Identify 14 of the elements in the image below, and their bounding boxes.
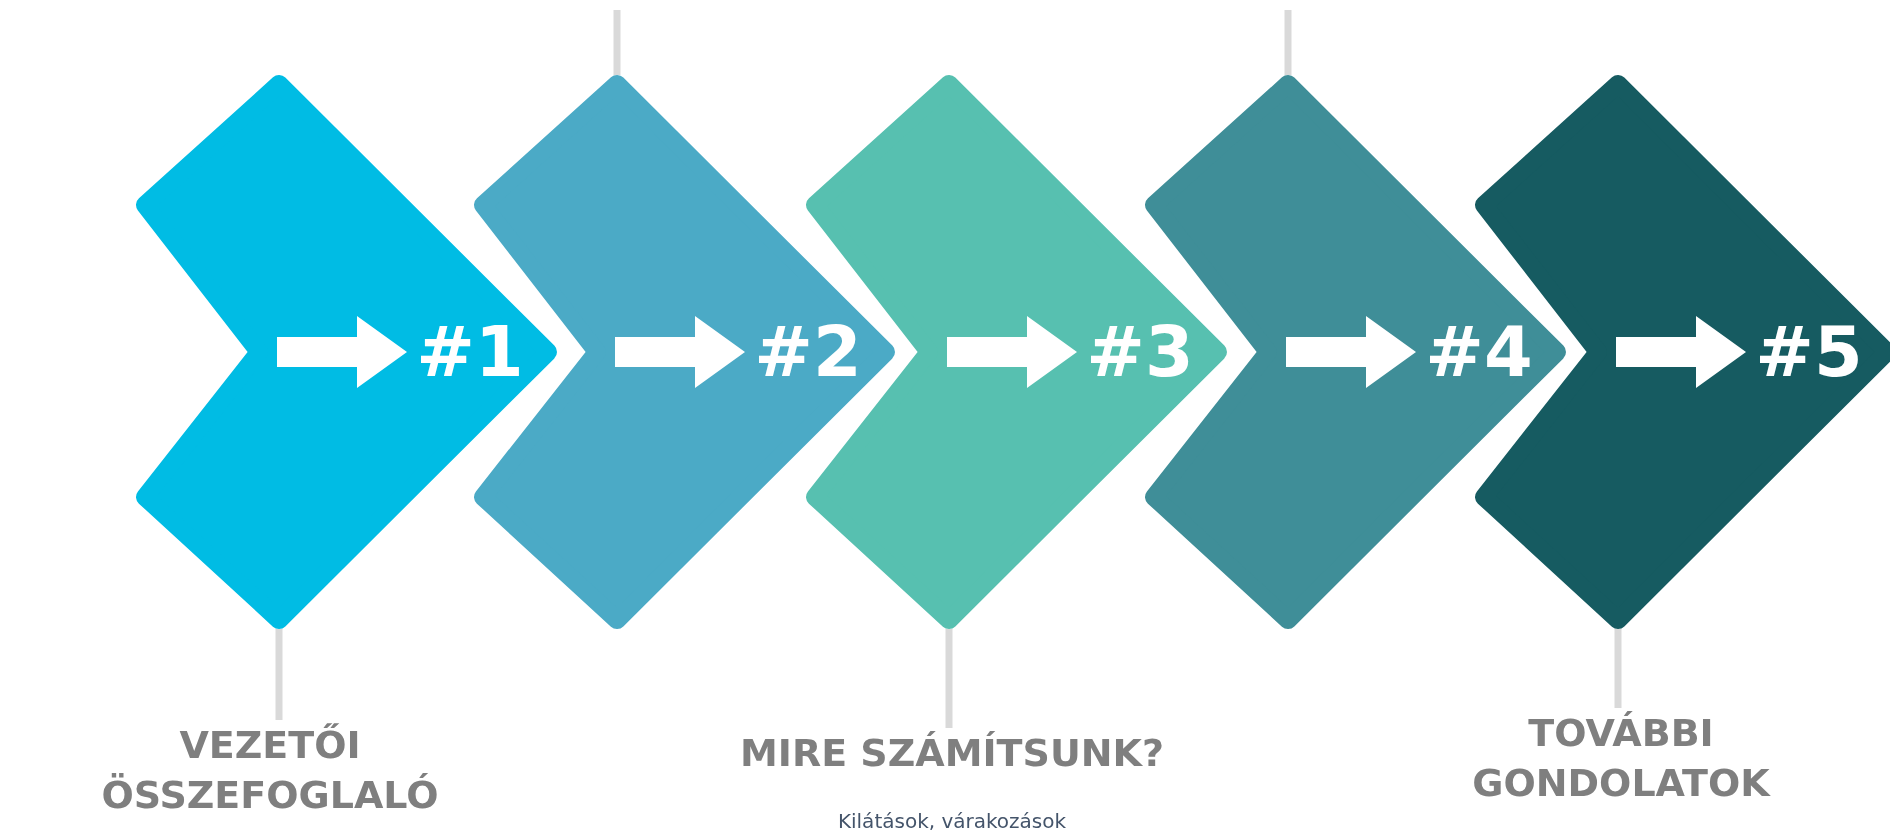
section-title: TOVÁBBI GONDOLATOK bbox=[1471, 710, 1771, 807]
connector-line bbox=[1614, 629, 1622, 708]
connector-line bbox=[275, 629, 283, 720]
step-number: #5 bbox=[1755, 312, 1863, 392]
step-number: #3 bbox=[1086, 312, 1194, 392]
section-title: MIRE SZÁMÍTSUNK? bbox=[738, 730, 1166, 777]
connector-line bbox=[1284, 10, 1292, 75]
section-subtitle: Kilátások, várakozások bbox=[836, 809, 1068, 833]
section-title: VEZETŐI ÖSSZEFOGLALÓ bbox=[100, 722, 440, 819]
step-number: #4 bbox=[1425, 312, 1533, 392]
step-number: #2 bbox=[754, 312, 862, 392]
connector-line bbox=[613, 10, 621, 75]
connector-line bbox=[945, 629, 953, 728]
step-number: #1 bbox=[416, 312, 524, 392]
